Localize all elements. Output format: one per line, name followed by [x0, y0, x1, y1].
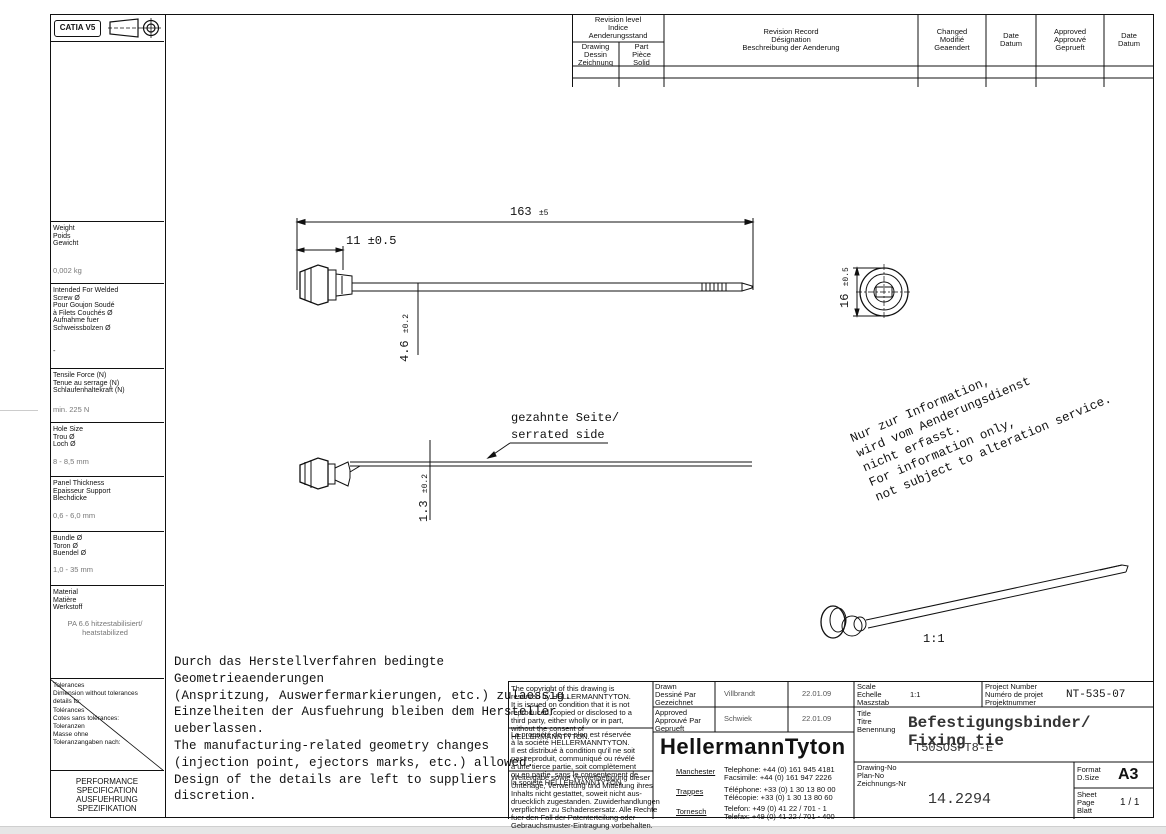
drawing-frame — [50, 14, 1154, 818]
bundle-label: Bundle Ø Toron Ø Buendel Ø — [53, 535, 87, 557]
sheet-value: 1 / 1 — [1120, 797, 1140, 808]
screw-cell: Intended For Welded Screw Ø Pour Goujon … — [50, 283, 164, 368]
title-block: The copyright of this drawing is reserve… — [508, 681, 1154, 830]
revision-table: Revision level Indice Aenderungsstand Dr… — [572, 14, 1154, 87]
panel-label: Panel Thickness Epaisseur Support Blechd… — [53, 480, 111, 502]
screw-label: Intended For Welded Screw Ø Pour Goujon … — [53, 287, 119, 332]
approved-label: Approved Approuvé Par Geprueft — [655, 708, 701, 733]
drawn-date: 22.01.09 — [802, 689, 832, 698]
panel-cell: Panel Thickness Epaisseur Support Blechd… — [50, 476, 164, 531]
length-dimension: 163 ±5 — [510, 205, 548, 219]
tie-top-view — [295, 218, 755, 355]
rev-level-header: Revision level Indice Aenderungsstand — [588, 15, 648, 40]
rev-date2-header: Date Datum — [1117, 31, 1141, 48]
panel-value: 0,6 - 6,0 mm — [53, 511, 96, 520]
thickness-tol: ±0.2 — [421, 473, 430, 494]
office-tornesch: Tornesch — [676, 807, 707, 816]
drawing-no-value: 14.2294 — [928, 791, 992, 808]
performance-label: PERFORMANCE SPECIFICATION AUSFUEHRUNG SP… — [75, 777, 139, 813]
thickness-value: 1.3 — [417, 500, 431, 522]
tie-isometric-view — [820, 564, 1129, 639]
left-info-column: CATIA V5 Weight Poids Gewicht 0,002 kg I… — [50, 14, 166, 818]
hole-value: 8 - 8,5 mm — [53, 457, 89, 466]
office-trappes: Trappes — [676, 787, 704, 796]
tie-side-view — [299, 440, 752, 520]
scale-label: Scale Echelle Maszstab — [857, 682, 890, 707]
sheet-label: Sheet Page Blatt — [1077, 790, 1097, 815]
project-value: NT-535-07 — [1066, 689, 1126, 701]
part-code: T50SOSFT8-E — [914, 741, 994, 755]
manufacturing-notes: Durch das Herstellverfahren bedingte Geo… — [174, 655, 572, 804]
diameter-dimension: 16 ±0.5 — [838, 267, 852, 308]
diameter-tol: ±0.5 — [842, 267, 851, 287]
material-value: PA 6.6 hitzestabilisiert/ heatstabilized — [67, 619, 143, 637]
approved-by: Schwiek — [724, 714, 752, 723]
office-manchester: Manchester — [676, 767, 716, 776]
drawn-by: Villbrandt — [724, 689, 756, 698]
material-label: Material Matière Werkstoff — [53, 589, 83, 611]
company-logo: HellermannTyton — [660, 734, 846, 759]
tolerances-cell: Tolerances Dimension without tolerances … — [50, 678, 164, 771]
weight-value: 0,002 kg — [53, 266, 82, 275]
bottom-scrollbar[interactable] — [0, 826, 1166, 834]
title-label: Title Titre Benennung — [857, 709, 896, 734]
manchester-contact: Telephone: +44 (0) 161 945 4181 Facsimil… — [724, 765, 835, 782]
tensile-cell: Tensile Force (N) Tenue au serrage (N) S… — [50, 368, 164, 422]
blank-cell — [50, 41, 164, 221]
tensile-label: Tensile Force (N) Tenue au serrage (N) S… — [53, 372, 125, 394]
copyright-fr: La propriété de ce plan est réservée à l… — [511, 730, 639, 787]
scale-note: 1:1 — [923, 632, 945, 646]
rev-drawing-header: Drawing Dessin Zeichnung — [577, 42, 614, 67]
hole-cell: Hole Size Trou Ø Loch Ø 8 - 8,5 mm — [50, 422, 164, 476]
title-value: Befestigungsbinder/ Fixing tie — [908, 714, 1091, 750]
tolerance-strike — [50, 679, 164, 771]
projection-symbol-icon — [108, 18, 161, 38]
thickness-dimension: 1.3 ±0.2 — [417, 474, 431, 522]
tornesch-contact: Telefon: +49 (0) 41 22 / 701 - 1 Telefax… — [724, 804, 835, 821]
screw-value: - — [53, 346, 56, 355]
width-tol: ±0.2 — [402, 313, 411, 334]
approved-date: 22.01.09 — [802, 714, 832, 723]
weight-label: Weight Poids Gewicht — [53, 225, 79, 247]
performance-cell: PERFORMANCE SPECIFICATION AUSFUEHRUNG SP… — [50, 770, 164, 818]
rev-approved-header: Approved Approuvé Geprueft — [1053, 27, 1087, 52]
tensile-value: min. 225 N — [53, 405, 90, 414]
hole-label: Hole Size Trou Ø Loch Ø — [53, 426, 83, 448]
catia-logo: CATIA V5 — [54, 20, 101, 37]
weight-cell: Weight Poids Gewicht 0,002 kg — [50, 221, 164, 283]
copyright-en: The copyright of this drawing is reserve… — [511, 684, 632, 741]
material-cell: Material Matière Werkstoff PA 6.6 hitzes… — [50, 585, 164, 678]
left-margin-mark — [0, 410, 38, 411]
width-dimension: 4.6 ±0.2 — [398, 314, 412, 362]
drawn-label: Drawn Dessiné Par Gezeichnet — [655, 682, 696, 707]
tie-end-view — [853, 264, 912, 320]
length-value: 163 — [510, 205, 532, 219]
format-label: Format D.Size — [1077, 765, 1101, 782]
serrated-side-label: gezahnte Seite/ serrated side — [511, 411, 620, 442]
rev-part-header: Part Pièce Solid — [632, 42, 651, 67]
trappes-contact: Téléphone: +33 (0) 1 30 13 80 00 Télécop… — [724, 785, 836, 802]
bundle-value: 1,0 - 35 mm — [53, 565, 94, 574]
diameter-value: 16 — [838, 293, 852, 308]
rev-record-header: Revision Record Désignation Beschreibung… — [742, 27, 840, 52]
bundle-cell: Bundle Ø Toron Ø Buendel Ø 1,0 - 35 mm — [50, 531, 164, 585]
rev-date1-header: Date Datum — [999, 31, 1023, 48]
rev-changed-header: Changed Modifié Geaendert — [934, 27, 970, 52]
length-tol: ±5 — [538, 209, 549, 218]
width-value: 4.6 — [398, 340, 412, 362]
copyright-de: Weitergabe sowie Vervielfaeltigung diese… — [511, 773, 660, 830]
head-dimension: 11 ±0.5 — [346, 234, 397, 248]
scale-value: 1:1 — [910, 690, 921, 699]
drawing-no-label: Drawing-No Plan-No Zeichnungs-Nr — [857, 763, 907, 788]
project-label: Project Number Numéro de projet Projektn… — [985, 682, 1043, 707]
format-value: A3 — [1118, 766, 1139, 783]
